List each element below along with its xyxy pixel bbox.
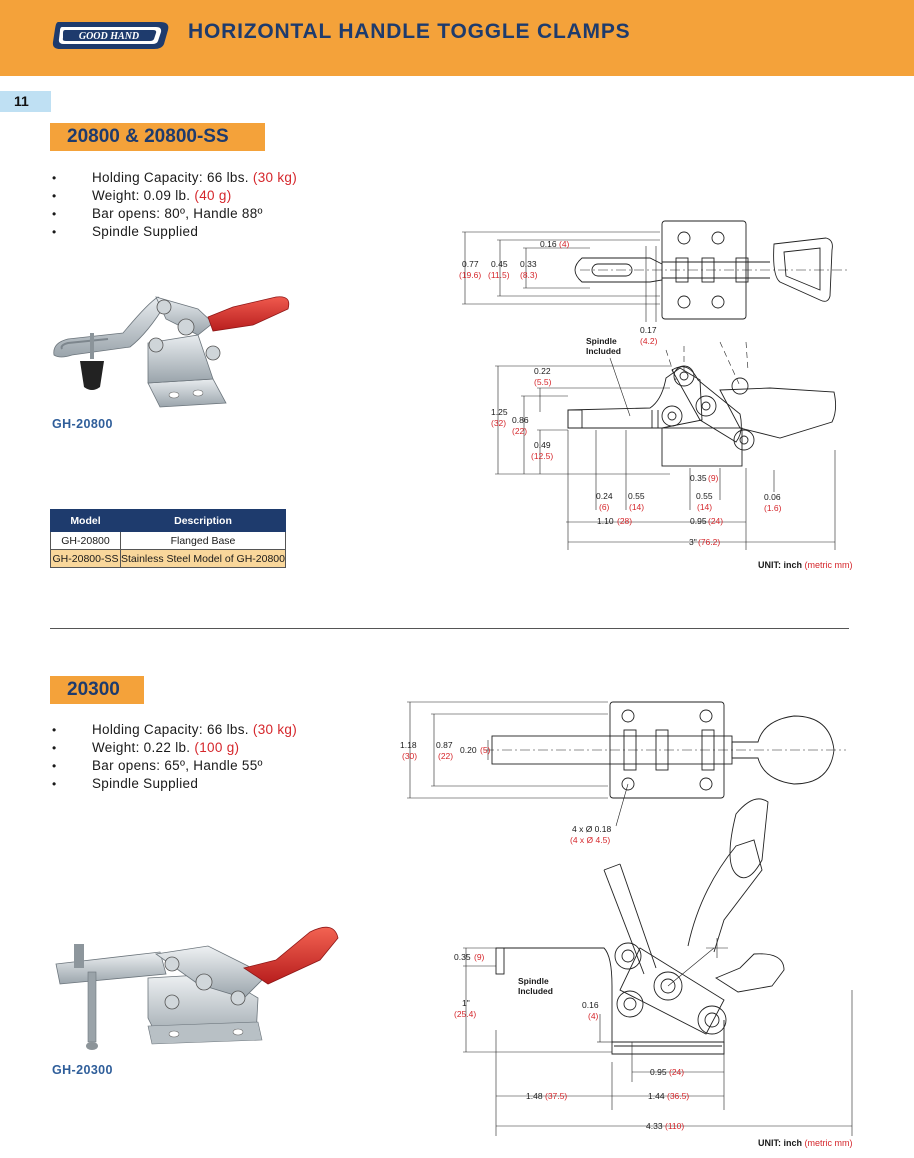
- dim-label: 0.24: [596, 491, 613, 501]
- dim-label: 0.95: [650, 1067, 667, 1077]
- technical-drawing-20800: 0.16 (4) 0.77 (19.6) 0.45 (11.5) 0.33 (8…: [459, 220, 850, 550]
- dim-label: (4): [559, 239, 570, 249]
- dim-label: (36.5): [667, 1091, 689, 1101]
- dim-label: 0.20: [460, 745, 477, 755]
- dim-label: (28): [617, 516, 632, 526]
- dim-label: 1": [462, 998, 470, 1008]
- dim-label: 4.33: [646, 1121, 663, 1131]
- clamp-photo-20300: [55, 926, 339, 1050]
- dim-label: (14): [697, 502, 712, 512]
- model-table: Model Description GH-20800 Flanged Base …: [50, 509, 287, 568]
- spec-list-20800: Holding Capacity: 66 lbs. (30 kg) Weight…: [50, 169, 297, 241]
- dim-label: (14): [629, 502, 644, 512]
- dim-label: (11.5): [488, 270, 510, 280]
- dim-label: (12.5): [531, 451, 553, 461]
- dim-label: 0.95: [690, 516, 707, 526]
- dim-label: 0.35: [690, 473, 707, 483]
- spec-item: Holding Capacity: 66 lbs. (30 kg): [50, 169, 297, 187]
- table-row: GH-20800 Flanged Base: [50, 531, 287, 550]
- dim-label: 0.06: [764, 492, 781, 502]
- dim-label: (8.3): [520, 270, 538, 280]
- dim-label: (4): [588, 1011, 599, 1021]
- dim-label: 0.35: [454, 952, 471, 962]
- spec-item: Spindle Supplied: [50, 775, 297, 793]
- section-divider: [50, 628, 849, 629]
- dim-label: 1.18: [400, 740, 417, 750]
- spec-item: Spindle Supplied: [50, 223, 297, 241]
- dim-label: (24): [708, 516, 723, 526]
- dim-label: 0.49: [534, 440, 551, 450]
- dim-label: (24): [669, 1067, 684, 1077]
- photo-label-20800: GH-20800: [52, 417, 113, 431]
- dim-label: (19.6): [459, 270, 481, 280]
- spec-item: Bar opens: 80º, Handle 88º: [50, 205, 297, 223]
- dim-label: (9): [474, 952, 485, 962]
- dim-label: (110): [665, 1121, 684, 1131]
- dim-label: (4.2): [640, 336, 658, 346]
- dim-label: (22): [512, 426, 527, 436]
- dim-label: (1.6): [764, 503, 782, 513]
- spindle-label: Included: [586, 346, 621, 356]
- dim-label: 1.25: [491, 407, 508, 417]
- dim-label: (22): [438, 751, 453, 761]
- spindle-label: Spindle: [518, 976, 549, 986]
- dim-label: 0.77: [462, 259, 479, 269]
- dim-label: 3": [689, 537, 697, 547]
- spindle-label: Included: [518, 986, 553, 996]
- spec-list-20300: Holding Capacity: 66 lbs. (30 kg) Weight…: [50, 721, 297, 793]
- table-header-model: Model: [50, 509, 121, 532]
- photo-label-20300: GH-20300: [52, 1063, 113, 1077]
- dim-label: (25.4): [454, 1009, 476, 1019]
- table-header-description: Description: [119, 509, 287, 532]
- technical-drawing-20300: 1.18 (30) 0.87 (22) 0.20 (5) 4 x Ø 0.18 …: [400, 701, 853, 1136]
- table-row: GH-20800-SS Stainless Steel Model of GH-…: [50, 549, 287, 568]
- spec-item: Bar opens: 65º, Handle 55º: [50, 757, 297, 775]
- page-number: 11: [0, 91, 51, 112]
- dim-label: 0.87: [436, 740, 453, 750]
- dim-label: (30): [402, 751, 417, 761]
- spec-item: Weight: 0.22 lb. (100 g): [50, 739, 297, 757]
- dim-label: (5.5): [534, 377, 552, 387]
- dim-label: 0.16: [582, 1000, 599, 1010]
- dim-label: 0.55: [696, 491, 713, 501]
- dim-label: 4 x Ø 0.18: [572, 824, 611, 834]
- clamp-photo-20800: [53, 296, 290, 408]
- page-header: GOOD HAND HORIZONTAL HANDLE TOGGLE CLAMP…: [0, 0, 914, 76]
- dim-label: 1.48: [526, 1091, 543, 1101]
- dim-label: 0.45: [491, 259, 508, 269]
- unit-note: UNIT: inch (metric mm): [758, 1138, 853, 1148]
- dim-label: (37.5): [545, 1091, 567, 1101]
- unit-note: UNIT: inch (metric mm): [758, 560, 853, 570]
- dim-label: (76.2): [698, 537, 720, 547]
- spec-item: Holding Capacity: 66 lbs. (30 kg): [50, 721, 297, 739]
- dim-label: (32): [491, 418, 506, 428]
- section-title-20300: 20300: [50, 676, 144, 704]
- logo-text: GOOD HAND: [79, 31, 139, 42]
- dim-label: 0.17: [640, 325, 657, 335]
- dim-label: 0.55: [628, 491, 645, 501]
- dim-label: (6): [599, 502, 610, 512]
- dim-label: 1.10: [597, 516, 614, 526]
- dim-label: 0.86: [512, 415, 529, 425]
- dim-label: (9): [708, 473, 719, 483]
- dim-label: 0.22: [534, 366, 551, 376]
- dim-label: (4 x Ø 4.5): [570, 835, 610, 845]
- page-title: HORIZONTAL HANDLE TOGGLE CLAMPS: [188, 20, 631, 43]
- dim-label: 0.16: [540, 239, 557, 249]
- dim-label: 1.44: [648, 1091, 665, 1101]
- spec-item: Weight: 0.09 lb. (40 g): [50, 187, 297, 205]
- spindle-label: Spindle: [586, 336, 617, 346]
- section-title-20800: 20800 & 20800-SS: [50, 123, 265, 151]
- dim-label: (5): [480, 745, 491, 755]
- dim-label: 0.33: [520, 259, 537, 269]
- good-hand-logo: GOOD HAND: [52, 22, 169, 49]
